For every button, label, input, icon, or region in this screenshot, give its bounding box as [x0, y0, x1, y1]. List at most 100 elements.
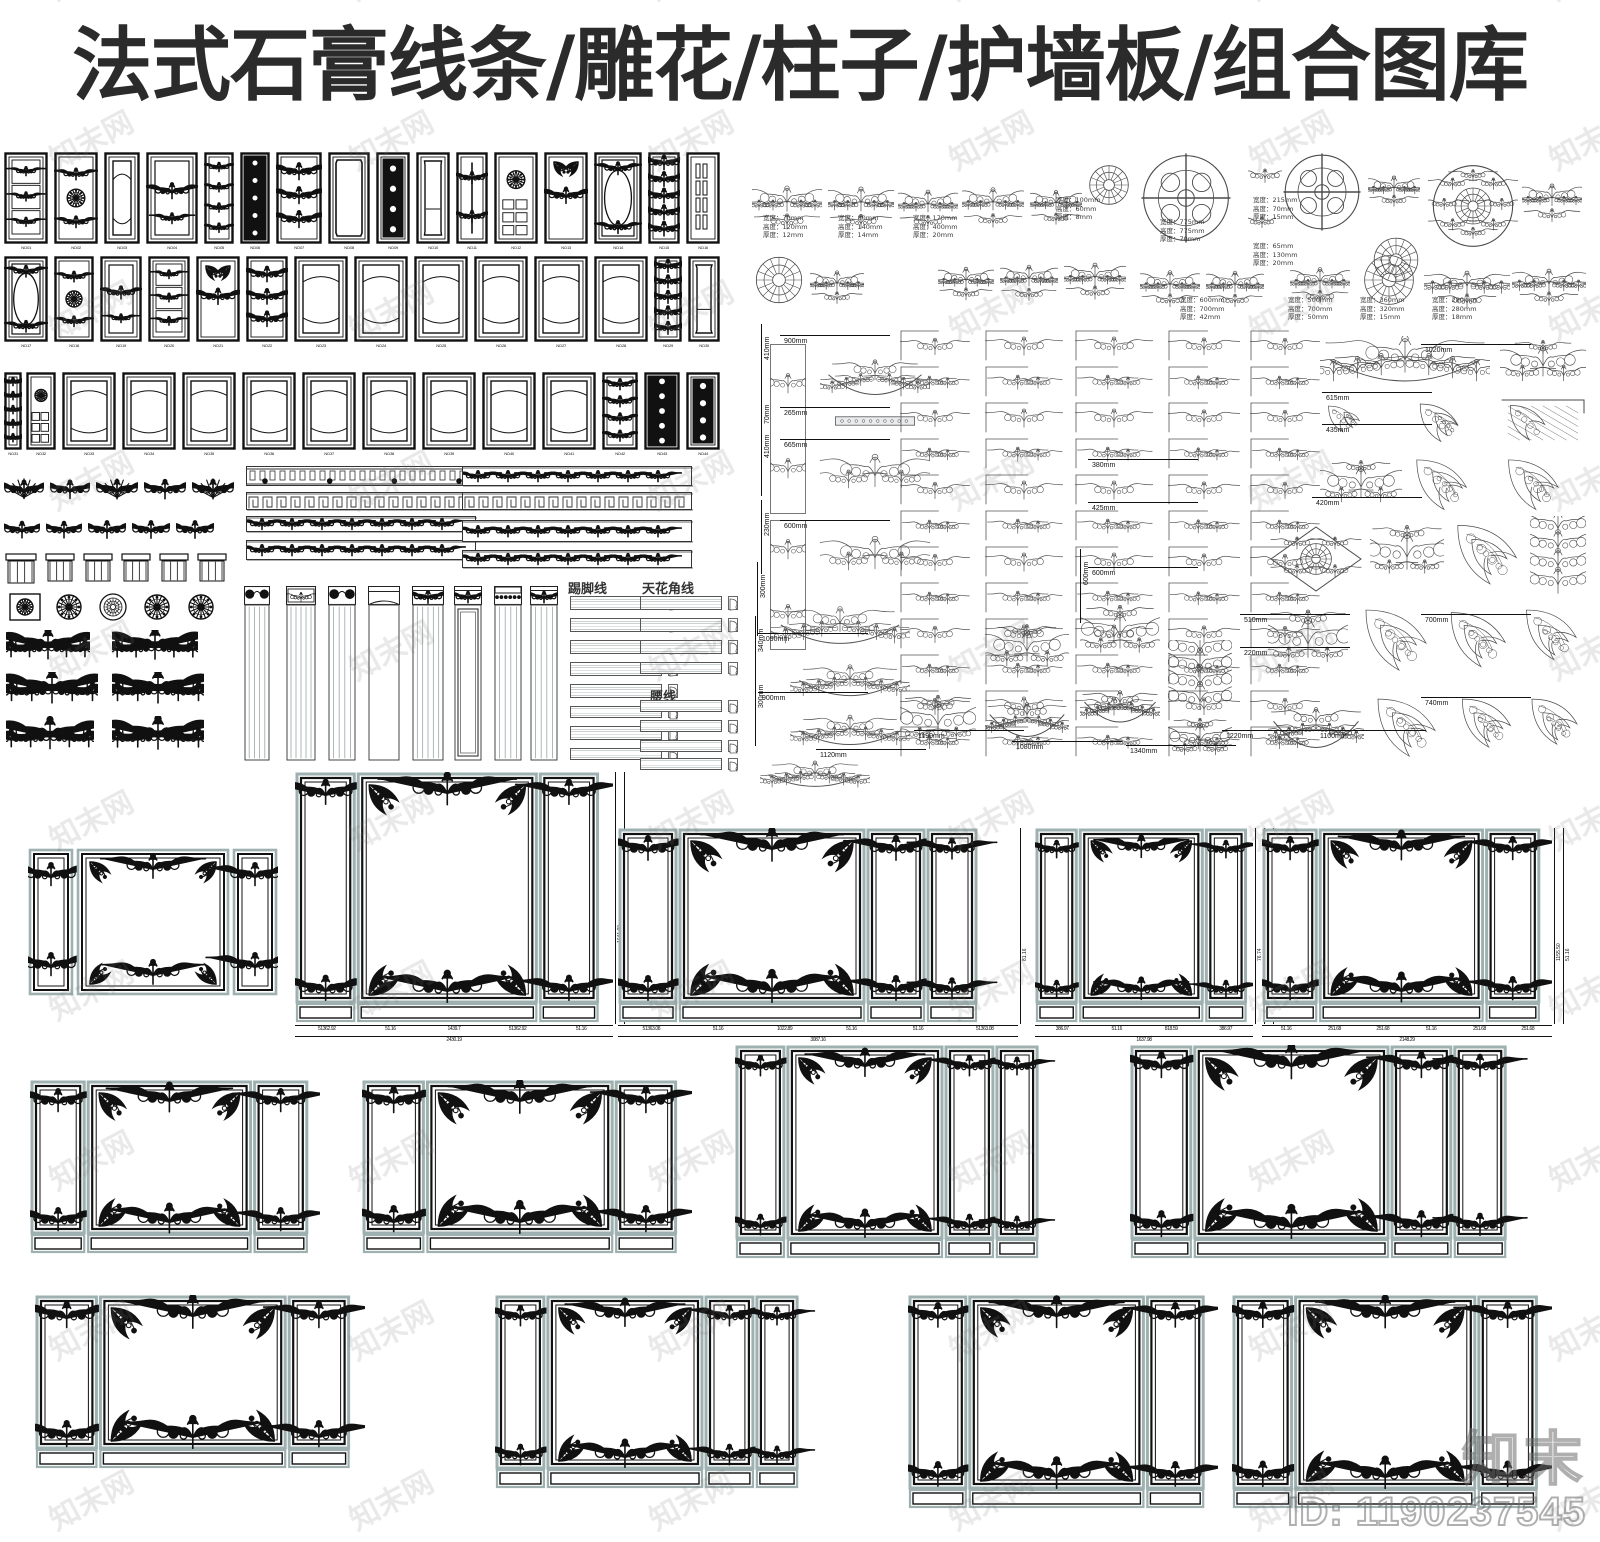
- corbel-leaf: [0, 520, 58, 539]
- molding-section-profile: [728, 618, 738, 633]
- mm-dimension-label: 900mm: [784, 338, 808, 345]
- dim-ornament-0: [745, 344, 831, 514]
- elevation-side-dim-line: [1020, 828, 1021, 1024]
- dimension-line-horizontal: [780, 335, 890, 336]
- small-ornament-4: [899, 474, 971, 505]
- catalog-item-label: NO.09: [388, 245, 398, 250]
- panel-plain-frame: [182, 372, 236, 450]
- spec-line-thickness: 厚度：70mm: [1160, 235, 1201, 243]
- spec-line-thickness: 厚度：15mm: [1253, 213, 1294, 221]
- small-ornament-cell: [985, 366, 1063, 398]
- ornament-detail-art-10: [1457, 525, 1518, 585]
- molding-strip: [640, 618, 722, 632]
- small-ornament-25: [1075, 366, 1153, 397]
- ornament-detail-art-26: [861, 694, 1015, 742]
- corbel-fan: [0, 478, 64, 500]
- catalog-item: NO.44: [686, 372, 720, 456]
- ornament-art-22: [1364, 255, 1414, 305]
- mm-dimension-label: 300mm: [760, 574, 767, 598]
- small-ornament-cell: [1075, 654, 1153, 686]
- profile-curve-2: [729, 743, 739, 754]
- dimension-line-horizontal: [914, 730, 1024, 731]
- corbel-item: [171, 472, 255, 506]
- catalog-item: NO.27: [534, 256, 588, 348]
- elevation-4-art: [1240, 828, 1563, 1023]
- small-ornament-10: [899, 690, 971, 721]
- molding-strip: [640, 700, 722, 712]
- panel-urn-center: [137, 152, 207, 244]
- elevation-1: 51362.9251.161439.751362.9251.162430.191…: [271, 771, 632, 1043]
- catalog-item-label: NO.33: [84, 451, 94, 456]
- ornament-detail: [1526, 690, 1586, 766]
- small-ornament-cell: [1168, 654, 1240, 686]
- molding-strip: [640, 596, 722, 610]
- mm-dimension-label: 740mm: [1425, 700, 1449, 707]
- ornament-detail: [1412, 398, 1494, 448]
- small-ornament-cell: [1075, 510, 1153, 542]
- catalog-item: NO.08: [328, 152, 370, 250]
- corbel-leaf: [113, 520, 189, 539]
- catalog-item: NO.03: [104, 152, 140, 250]
- elevation-dim-segment: 1439.7: [447, 1026, 461, 1032]
- small-ornament-19: [985, 582, 1063, 613]
- catalog-item-label: NO.17: [21, 343, 31, 348]
- catalog-item: NO.01: [4, 152, 48, 250]
- mm-dimension-label: 1190mm: [918, 733, 945, 740]
- profile-curve-2: [729, 642, 738, 655]
- panel-vertical-vine: [198, 152, 240, 244]
- ornament-art-12: [1419, 165, 1527, 247]
- elevation-10: [475, 1295, 830, 1490]
- spec-line-width: 宽度：280mm: [1432, 296, 1477, 304]
- panel-floral-round: [51, 256, 97, 342]
- small-ornament-cell: [1074, 402, 1154, 434]
- panel-lattice: [686, 152, 720, 244]
- small-ornament-cell: [1075, 726, 1153, 758]
- corbel-item: [30, 472, 110, 506]
- mm-dimension-label: 300mm: [758, 684, 765, 708]
- watermark-brand-text: 知末网: [1540, 0, 1600, 9]
- dim-ornament-1: [806, 359, 944, 395]
- catalog-item: NO.39: [422, 372, 476, 456]
- elevation-3-art: [1019, 828, 1264, 1023]
- dimension-line-horizontal: [1322, 392, 1432, 393]
- catalog-item: NO.13: [531, 152, 601, 250]
- small-ornament-24: [1074, 330, 1154, 361]
- catalog-item: NO.22: [233, 256, 301, 348]
- small-ornament-51: [1250, 438, 1320, 469]
- small-ornament-cell: [1168, 510, 1240, 542]
- ornament-art-1: [809, 186, 913, 230]
- elevation-dim-segment: 818.59: [1164, 1026, 1178, 1032]
- dimensioned-ornament: [745, 344, 831, 514]
- corbel-item: [196, 552, 228, 584]
- ornament-crest: [1123, 250, 1217, 314]
- mm-dimension-label: 600mm: [1083, 561, 1090, 585]
- ceiling-rosette: [184, 592, 218, 622]
- catalog-item: NO.43: [644, 372, 680, 456]
- molding-section-profile: [728, 740, 739, 754]
- corbel-item: [82, 552, 114, 584]
- molding-section-profile: [728, 640, 738, 655]
- acanthus-band-art: [453, 467, 694, 487]
- greek-key-band: [246, 492, 478, 511]
- spec-line-height: 高度：130mm: [1253, 250, 1298, 259]
- elevation-3: 386.9751.16818.59386.971637.9876.741082.…: [1019, 828, 1281, 1043]
- spec-line-width: 宽度：170mm: [913, 214, 958, 222]
- watermark-brand-text: 知末网: [640, 0, 740, 9]
- catalog-item-label: NO.40: [504, 451, 514, 456]
- small-ornament-cell: [900, 510, 970, 542]
- ornament-scroll: [944, 162, 1042, 236]
- dimension-line-horizontal: [1240, 647, 1350, 648]
- panel-plain-frame: [294, 256, 348, 342]
- catalog-item: NO.18: [51, 256, 97, 348]
- small-ornament-cell: [984, 474, 1064, 506]
- small-ornament-9: [900, 654, 970, 685]
- small-ornament-50: [1249, 402, 1321, 433]
- small-ornament-3: [900, 438, 970, 469]
- dimension-line-horizontal: [1012, 741, 1122, 742]
